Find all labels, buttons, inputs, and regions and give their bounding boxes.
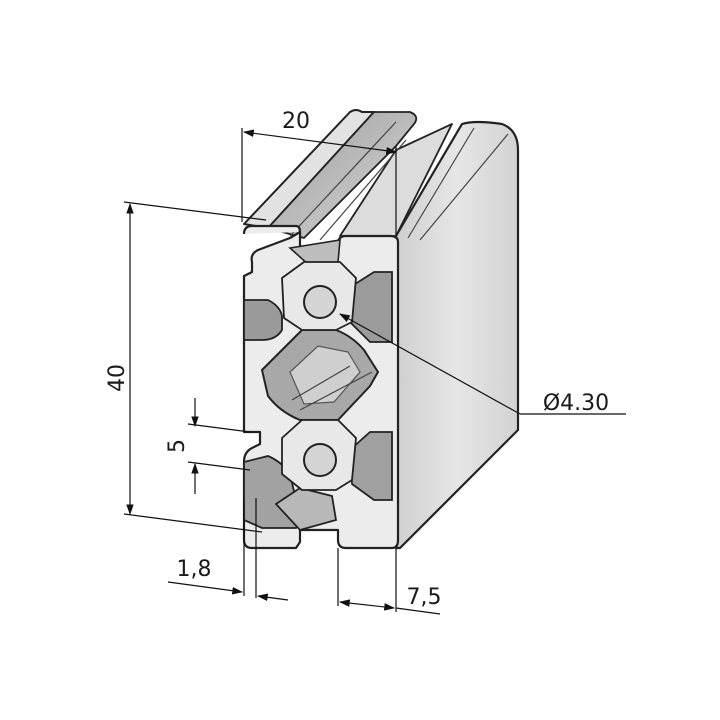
dimension-height: 40 (105, 201, 267, 533)
dimension-bore-diameter: Ø4.30 (339, 313, 626, 416)
dimension-slot-opening: 5 (165, 398, 251, 494)
dimension-wall-thickness: 1,8 (167, 498, 289, 602)
width-label: 20 (282, 109, 310, 134)
bore-upper (303, 285, 337, 319)
bore-diameter-label: Ø4.30 (543, 391, 609, 416)
side-face (394, 120, 520, 550)
slot-bottom (274, 487, 338, 532)
center-cavity-highlight (289, 345, 361, 405)
wall-thickness-label: 1,8 (177, 557, 212, 582)
dimension-slot-depth: 7,5 (337, 548, 442, 615)
height-label: 40 (105, 364, 130, 392)
profile-extrusion (242, 109, 520, 550)
slot-depth-label: 7,5 (407, 585, 442, 610)
slot-opening-label: 5 (165, 439, 190, 453)
bore-lower (303, 443, 337, 477)
dimension-width: 20 (241, 109, 398, 236)
slot-left-upper (243, 299, 283, 341)
slot-right-lower (349, 431, 393, 501)
